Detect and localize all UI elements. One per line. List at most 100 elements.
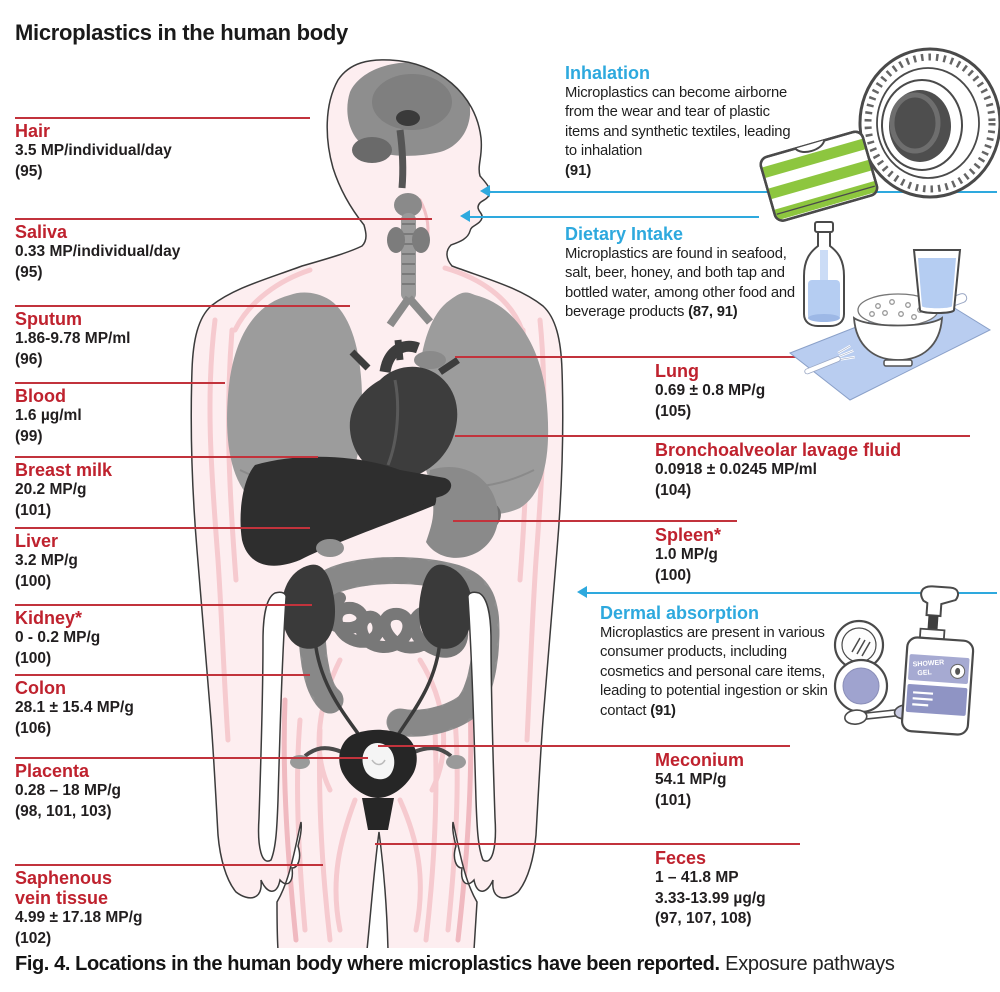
label-bronchoalveolar: Bronchoalveolar lavage fluid 0.0918 ± 0.… [655, 440, 901, 501]
pathway-text: Microplastics can become airborne from t… [565, 84, 793, 162]
dietary-illustration [789, 221, 992, 401]
leader-colon [15, 674, 310, 676]
leader-meconium [378, 745, 790, 747]
page-title: Microplastics in the human body [15, 20, 348, 45]
label-meconium: Meconium 54.1 MP/g (101) [655, 750, 744, 811]
label-spleen: Spleen* 1.0 MP/g (100) [655, 525, 721, 586]
organ-refs: (106) [15, 719, 52, 737]
human-body-illustration [190, 59, 564, 948]
organ-refs: (97, 107, 108) [655, 910, 752, 928]
leader-blood [15, 382, 225, 384]
bottle-icon [803, 221, 845, 327]
inhalation-arrow [480, 184, 997, 199]
organ-value: 28.1 ± 15.4 MP/g [15, 699, 134, 717]
label-sputum: Sputum 1.86-9.78 MP/ml (96) [15, 309, 130, 370]
organ-name: Bronchoalveolar lavage fluid [655, 440, 902, 460]
folded-shirt-icon [759, 130, 879, 222]
leader-saphenous [15, 864, 323, 866]
fork-icon [804, 344, 856, 375]
dermal-illustration: SHOWER GEL [833, 585, 975, 736]
brain [347, 62, 471, 189]
organ-value: 0 - 0.2 MP/g [15, 629, 101, 647]
tire-icon [858, 47, 1000, 199]
leader-lung [455, 356, 810, 358]
shower-gel-icon: SHOWER GEL [900, 585, 975, 736]
pathway-inhalation: Inhalation Microplastics can become airb… [565, 63, 793, 179]
pathway-title: Dietary Intake [565, 224, 684, 244]
organ-refs: (98, 101, 103) [15, 802, 112, 820]
pathway-refs: (91) [565, 162, 592, 179]
leader-saliva [15, 218, 432, 220]
shower-gel-label-line1: SHOWER [913, 659, 945, 668]
leader-kidney [15, 604, 312, 606]
organ-name: Saliva [15, 222, 68, 242]
rice-bowl-icon [852, 293, 944, 367]
leader-breast-milk [15, 456, 318, 458]
dermal-arrow [577, 585, 997, 600]
pathway-text: Microplastics are present in various con… [600, 624, 848, 721]
organ-value: 1.86-9.78 MP/ml [15, 330, 131, 348]
dietary-arrow [460, 209, 759, 224]
cosmetic-compact-icon [833, 619, 889, 714]
organ-refs: (100) [15, 649, 52, 667]
leader-feces [375, 843, 800, 845]
organ-refs: (105) [655, 402, 692, 420]
pathway-text: Microplastics are found in seafood, salt… [565, 245, 795, 323]
label-liver: Liver 3.2 MP/g (100) [15, 531, 78, 592]
water-glass-icon [912, 249, 962, 314]
caption-regular: Exposure pathways [725, 953, 895, 975]
organ-name: Saphenous vein tissue [15, 868, 113, 909]
organ-value: 0.69 ± 0.8 MP/g [655, 382, 766, 400]
organ-refs: (104) [655, 481, 692, 499]
organ-name: Lung [655, 361, 699, 381]
organ-value: 3.5 MP/individual/day [15, 142, 172, 160]
label-saphenous-vein: Saphenous vein tissue 4.99 ± 17.18 MP/g … [15, 868, 142, 949]
label-saliva: Saliva 0.33 MP/individual/day (95) [15, 222, 180, 283]
pathway-refs: (87, 91) [688, 304, 738, 321]
organ-name: Placenta [15, 761, 90, 781]
leader-placenta [15, 757, 368, 759]
organ-name: Colon [15, 678, 66, 698]
organ-value: 0.0918 ± 0.0245 MP/ml [655, 461, 817, 479]
label-breast-milk: Breast milk 20.2 MP/g (101) [15, 460, 112, 521]
pathway-description: Microplastics can become airborne from t… [565, 85, 791, 160]
label-lung: Lung 0.69 ± 0.8 MP/g (105) [655, 361, 765, 422]
organ-value: 3.2 MP/g [15, 552, 78, 570]
pathway-title: Dermal absorption [600, 603, 760, 623]
pathway-dermal-absorption: Dermal absorption Microplastics are pres… [600, 603, 848, 721]
pathway-title: Inhalation [565, 63, 650, 83]
organ-refs: (100) [15, 572, 52, 590]
figure-caption: Fig. 4. Locations in the human body wher… [15, 953, 895, 976]
caption-bold: Fig. 4. Locations in the human body wher… [15, 953, 720, 975]
leader-bronchoalveolar [455, 435, 970, 437]
leader-liver [15, 527, 310, 529]
organ-name: Hair [15, 121, 51, 141]
organ-value: 3.33-13.99 µg/g [655, 889, 766, 907]
leader-sputum [15, 305, 350, 307]
organ-value: 0.33 MP/individual/day [15, 243, 181, 261]
lungs [227, 292, 549, 515]
organ-refs: (101) [655, 791, 692, 809]
organ-value: 0.28 – 18 MP/g [15, 782, 121, 800]
organ-refs: (99) [15, 427, 43, 445]
leader-hair [15, 117, 310, 119]
pathway-description: Microplastics are found in seafood, salt… [565, 246, 795, 321]
organ-value: 54.1 MP/g [655, 771, 727, 789]
organ-name: Breast milk [15, 460, 113, 480]
organ-refs: (102) [15, 929, 52, 947]
label-blood: Blood 1.6 µg/ml (99) [15, 386, 82, 447]
organ-refs: (101) [15, 501, 52, 519]
organ-name: Feces [655, 848, 707, 868]
organ-refs: (95) [15, 263, 43, 281]
organ-value: 20.2 MP/g [15, 481, 87, 499]
label-placenta: Placenta 0.28 – 18 MP/g (98, 101, 103) [15, 761, 121, 822]
organ-name: Spleen* [655, 525, 722, 545]
pathway-refs: (91) [650, 702, 676, 719]
heart [349, 339, 460, 479]
organ-value: 1.6 µg/ml [15, 407, 82, 425]
organ-refs: (96) [15, 350, 43, 368]
organ-name: Meconium [655, 750, 745, 770]
organ-value: 1.0 MP/g [655, 546, 718, 564]
label-colon: Colon 28.1 ± 15.4 MP/g (106) [15, 678, 134, 739]
pathway-description: Microplastics are present in various con… [600, 625, 828, 719]
